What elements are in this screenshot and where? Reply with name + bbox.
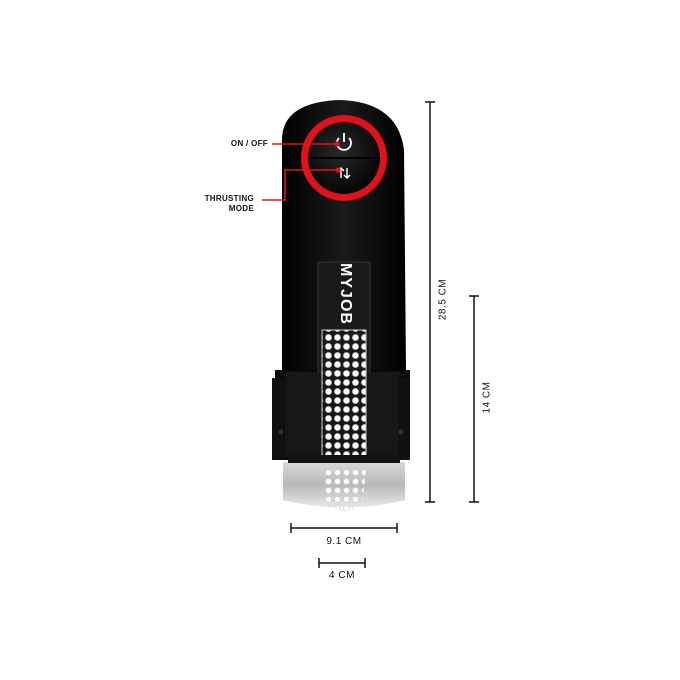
sleeve xyxy=(321,329,367,471)
power-label: ON / OFF xyxy=(230,139,268,148)
width-label: 9.1 CM xyxy=(326,536,362,547)
insert-height-label: 14 CM xyxy=(481,381,493,414)
callout-lines xyxy=(262,141,341,201)
thrusting-mode-label: THRUSTING MODE xyxy=(192,194,254,214)
dimension-lines xyxy=(290,101,479,568)
brand-logo: MYJOB xyxy=(337,263,354,325)
thrusting-label-line1: THRUSTING xyxy=(204,194,254,203)
thrusting-label-line2: MODE xyxy=(228,204,254,213)
base-cap xyxy=(283,455,405,512)
control-panel xyxy=(301,115,387,201)
total-height-label: 28.5 CM xyxy=(437,278,449,321)
opening-label: 4 CM xyxy=(329,570,355,581)
